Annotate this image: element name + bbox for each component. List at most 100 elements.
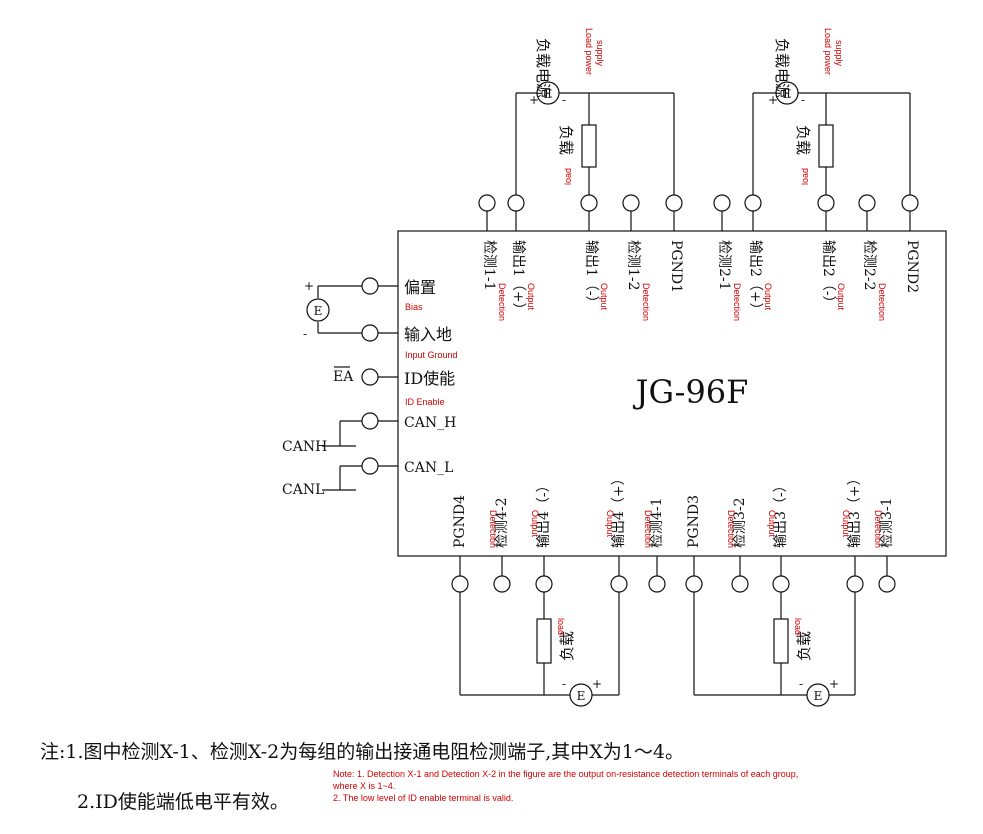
source-symbol: E <box>577 689 586 703</box>
svg-text:+: + <box>304 279 314 293</box>
bottom-pin-terminal <box>648 575 666 593</box>
load-translation: load <box>556 618 566 635</box>
load-supply-translation-2: supply <box>834 40 844 67</box>
top-pin-label: 检测1-1 <box>481 240 497 291</box>
top-pin-label: 检测2-2 <box>861 240 877 291</box>
bottom-pin-label: PGND3 <box>686 495 702 548</box>
load-power-source-icon <box>536 81 560 105</box>
load-supply-label: 负载电源 <box>773 38 791 98</box>
note-translation-1: Note: 1. Detection X-1 and Detection X-2… <box>333 769 798 779</box>
top-pin-label: 检测2-1 <box>716 240 732 291</box>
load-supply-label: 负载电源 <box>534 38 552 98</box>
bottom-pin-label: 检测4-2 <box>494 497 510 548</box>
svg-text:-: - <box>303 327 307 341</box>
ea-signal-label: EA <box>333 369 354 385</box>
bottom-pin-terminal <box>451 575 469 593</box>
top-pin-terminal <box>858 194 876 212</box>
source-plus: + <box>592 677 602 691</box>
top-pin-terminal <box>665 194 683 212</box>
bottom-pin-translation: Detection <box>726 510 736 548</box>
top-pin-terminal <box>507 194 525 212</box>
bottom-pin-label: 输出4（-） <box>536 478 552 548</box>
input-ground-terminal <box>361 324 379 342</box>
top-pin-terminal <box>580 194 598 212</box>
load-translation: load <box>563 168 573 185</box>
can-h-terminal <box>361 412 379 430</box>
bottom-pin-terminal <box>685 575 703 593</box>
note-translation-3: 2. The low level of ID enable terminal i… <box>333 793 513 803</box>
source-symbol: E <box>783 87 792 101</box>
top-pin-label: 输出1（-） <box>583 240 599 310</box>
input-ground-translation: Input Ground <box>405 350 458 360</box>
load-label: 负载 <box>795 631 813 661</box>
load-resistor-icon <box>773 618 789 664</box>
source-minus: - <box>801 93 805 107</box>
bias-translation: Bias <box>405 302 423 312</box>
load-label: 负载 <box>794 125 812 155</box>
can-l-label: CAN_L <box>404 460 453 476</box>
id-enable-label: ID使能 <box>404 369 455 388</box>
top-pin-translation: Detection <box>877 283 887 321</box>
load-power-source-icon <box>806 683 830 707</box>
top-pin-translation: Detection <box>497 283 507 321</box>
top-pin-terminal <box>478 194 496 212</box>
bias-terminal <box>361 277 379 295</box>
load-translation: load <box>800 168 810 185</box>
model-label: JG-96F <box>633 373 749 411</box>
top-pin-label: 输出2（+） <box>747 240 763 317</box>
source-minus: - <box>562 93 566 107</box>
load-supply-translation: Load power <box>823 28 833 75</box>
bias-source-icon <box>306 298 330 322</box>
id-enable-translation: ID Enable <box>405 397 445 407</box>
load-resistor-icon <box>818 124 834 168</box>
top-pin-label: PGND1 <box>668 240 684 293</box>
bottom-pin-translation: Detection <box>643 510 653 548</box>
top-pin-label: 输出1（+） <box>510 240 526 317</box>
top-pin-translation: Detection <box>641 283 651 321</box>
bottom-pin-terminal <box>493 575 511 593</box>
bottom-pin-translation: Output <box>767 510 777 538</box>
bottom-pin-label: 输出3（-） <box>773 478 789 548</box>
top-pin-terminal <box>744 194 762 212</box>
bottom-pin-terminal <box>878 575 896 593</box>
top-pin-terminal <box>622 194 640 212</box>
top-pin-terminal <box>817 194 835 212</box>
bottom-pin-label: PGND4 <box>452 495 468 548</box>
bottom-pin-translation: Detection <box>873 510 883 548</box>
source-symbol: E <box>814 689 823 703</box>
source-plus: + <box>829 677 839 691</box>
can-l-terminal <box>361 457 379 475</box>
bottom-pin-label: 输出4（+） <box>611 471 627 548</box>
bottom-pin-translation: Output <box>605 510 615 538</box>
load-label: 负载 <box>557 125 575 155</box>
input-ground-label: 输入地 <box>404 325 452 344</box>
top-pin-translation: Output <box>526 283 536 311</box>
load-translation: load <box>793 618 803 635</box>
id-enable-terminal <box>361 368 379 386</box>
top-pin-terminal <box>713 194 731 212</box>
bottom-pin-label: 输出3（+） <box>847 471 863 548</box>
load-power-source-icon <box>569 683 593 707</box>
source-plus: + <box>768 93 778 107</box>
bottom-pin-terminal <box>610 575 628 593</box>
load-supply-translation-2: supply <box>595 40 605 67</box>
load-resistor-icon <box>581 124 597 168</box>
bottom-pin-translation: Output <box>841 510 851 538</box>
svg-text:E: E <box>314 304 323 318</box>
bias-label: 偏置 <box>404 278 436 297</box>
load-power-source-icon <box>775 81 799 105</box>
top-pin-terminal <box>901 194 919 212</box>
load-supply-translation: Load power <box>584 28 594 75</box>
top-pin-label: 输出2（-） <box>820 240 836 310</box>
source-minus: - <box>562 677 566 691</box>
canh-signal-label: CANH <box>282 439 327 455</box>
top-pin-translation: Detection <box>732 283 742 321</box>
canl-signal-label: CANL <box>282 482 324 498</box>
top-pin-translation: Output <box>836 283 846 311</box>
